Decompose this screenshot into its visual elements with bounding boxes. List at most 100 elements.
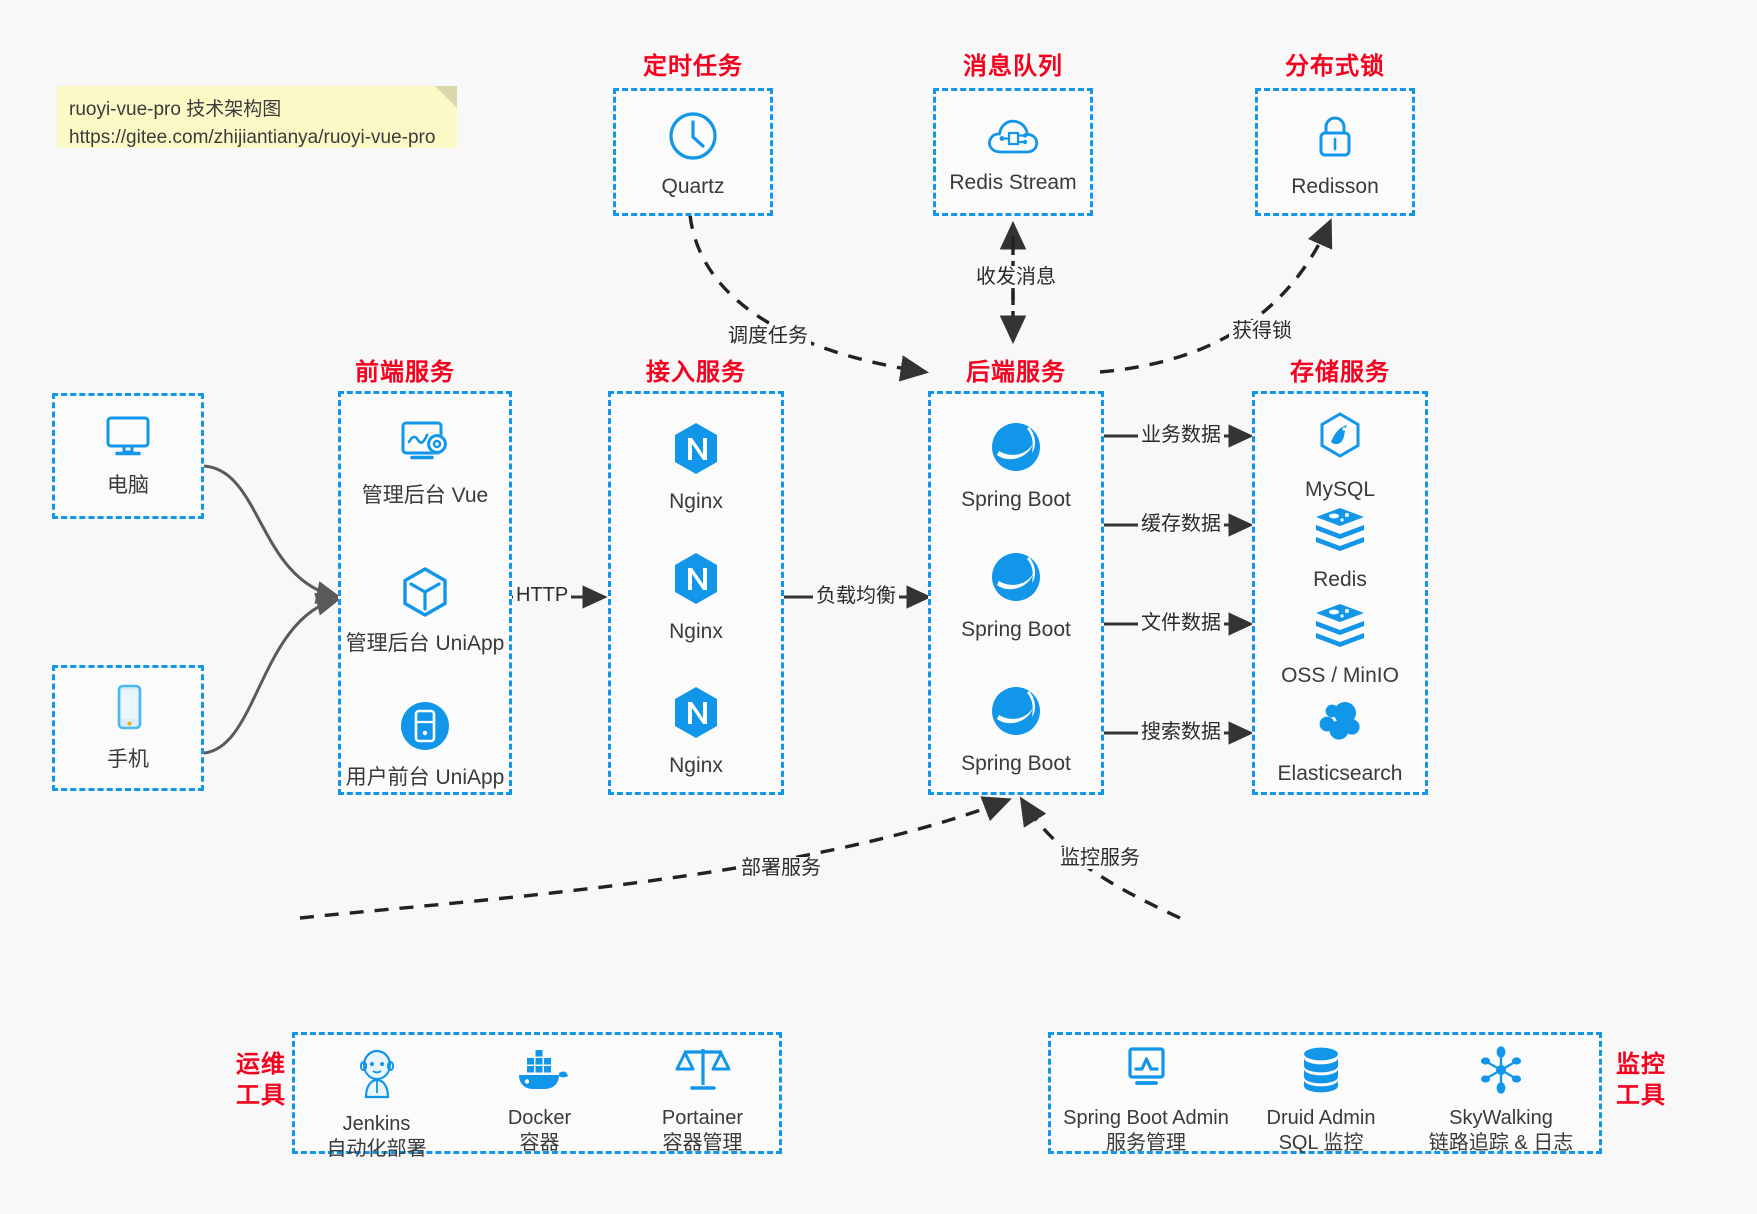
node-redisson[interactable]: Redisson (1258, 109, 1412, 200)
sticky-note: ruoyi-vue-pro 技术架构图 https://gitee.com/zh… (57, 86, 457, 148)
dashboard-settings-icon (395, 416, 455, 477)
spring-boot-icon (987, 418, 1045, 481)
note-line-2: https://gitee.com/zhijiantianya/ruoyi-vu… (69, 126, 436, 148)
node-nginx-3[interactable]: Nginx (611, 684, 781, 779)
node-jenkins[interactable]: Jenkins 自动化部署 (295, 1045, 458, 1162)
lock-icon (1308, 109, 1362, 168)
edge-label-deploy-service: 部署服务 (738, 857, 824, 879)
oss-minio-icon (1312, 600, 1368, 657)
edge-label-monitor-service: 监控服务 (1057, 847, 1143, 869)
redis-icon (1312, 504, 1368, 561)
group-box-monitor: Spring Boot Admin 服务管理 Druid Admin SQL 监… (1048, 1032, 1602, 1154)
node-redis-stream[interactable]: Redis Stream (936, 111, 1090, 196)
node-user-uniapp[interactable]: 用户前台 UniApp (341, 698, 509, 791)
node-nginx-2[interactable]: Nginx (611, 550, 781, 645)
node-spring-boot-3[interactable]: Spring Boot (931, 682, 1101, 777)
group-title-backend: 后端服务 (966, 359, 1066, 386)
node-label-admin-uniapp: 管理后台 UniApp (345, 632, 505, 655)
edge-label-load-balance: 负载均衡 (813, 585, 899, 607)
node-label-jenkins: Jenkins (342, 1113, 411, 1135)
group-title-devops-line1: 运维 (236, 1051, 286, 1078)
group-box-mq: Redis Stream (933, 88, 1093, 216)
node-desc-druid-admin: SQL 监控 (1278, 1132, 1364, 1155)
spring-boot-icon (987, 548, 1045, 611)
cube-icon (397, 564, 453, 625)
node-label-skywalking: SkyWalking (1449, 1107, 1553, 1129)
group-box-devops: Jenkins 自动化部署 Docker 容器 (292, 1032, 784, 1160)
group-title-frontend: 前端服务 (355, 359, 455, 386)
group-title-monitor-line2: 工具 (1616, 1081, 1666, 1109)
node-skywalking[interactable]: SkyWalking 链路追踪 & 日志 (1401, 1045, 1601, 1156)
group-title-lock: 分布式锁 (1285, 53, 1385, 80)
group-title-devops-line2: 工具 (236, 1081, 286, 1109)
node-label-quartz: Quartz (661, 175, 725, 198)
edge-label-http: HTTP (513, 584, 572, 606)
group-box-storage: MySQL Redis (1252, 391, 1428, 795)
group-box-scheduler: Quartz (613, 88, 773, 216)
group-title-monitor: 监控 工具 (1608, 1050, 1674, 1111)
group-title-monitor-line1: 监控 (1616, 1051, 1666, 1078)
node-label-phone: 手机 (107, 748, 149, 771)
jenkins-icon (349, 1045, 405, 1106)
node-label-elasticsearch: Elasticsearch (1277, 762, 1403, 785)
node-label-nginx-3: Nginx (669, 754, 723, 777)
node-label-druid-admin: Druid Admin (1266, 1107, 1376, 1129)
edge-label-send-receive-message: 收发消息 (973, 266, 1059, 288)
group-box-lock: Redisson (1255, 88, 1415, 216)
node-label-oss-minio: OSS / MinIO (1281, 664, 1399, 687)
cloud-stream-icon (985, 111, 1041, 164)
group-box-frontend: 管理后台 Vue 管理后台 UniApp 用户前台 UniApp (338, 391, 512, 795)
group-box-backend: Spring Boot Spring Boot Spring Boot (928, 391, 1104, 795)
mobile-app-icon (397, 698, 453, 759)
node-label-spring-boot-1: Spring Boot (961, 488, 1071, 511)
mobile-icon (100, 680, 156, 741)
node-label-redis-stream: Redis Stream (949, 171, 1077, 194)
node-redis[interactable]: Redis (1255, 504, 1425, 593)
note-line-1: ruoyi-vue-pro 技术架构图 (69, 99, 282, 120)
node-label-spring-boot-2: Spring Boot (961, 618, 1071, 641)
node-desc-spring-boot-admin: 服务管理 (1106, 1132, 1186, 1155)
node-label-admin-vue: 管理后台 Vue (361, 484, 489, 507)
node-druid-admin[interactable]: Druid Admin SQL 监控 (1241, 1045, 1401, 1156)
node-spring-boot-1[interactable]: Spring Boot (931, 418, 1101, 513)
clock-icon (666, 109, 720, 168)
elasticsearch-icon (1312, 696, 1368, 755)
node-nginx-1[interactable]: Nginx (611, 420, 781, 515)
node-admin-vue[interactable]: 管理后台 Vue (341, 416, 509, 509)
node-label-redisson: Redisson (1291, 175, 1379, 198)
node-desc-portainer: 容器管理 (662, 1132, 743, 1155)
node-desc-skywalking: 链路追踪 & 日志 (1428, 1132, 1574, 1155)
group-title-storage: 存储服务 (1290, 359, 1390, 386)
edge-label-business-data: 业务数据 (1138, 424, 1224, 446)
edge-label-file-data: 文件数据 (1138, 612, 1224, 634)
node-label-redis: Redis (1313, 568, 1367, 591)
spring-boot-icon (987, 682, 1045, 745)
node-spring-boot-admin[interactable]: Spring Boot Admin 服务管理 (1051, 1045, 1241, 1156)
node-pc[interactable]: 电脑 (55, 410, 201, 499)
node-admin-uniapp[interactable]: 管理后台 UniApp (341, 564, 509, 657)
node-phone[interactable]: 手机 (55, 680, 201, 773)
node-docker[interactable]: Docker 容器 (458, 1045, 621, 1156)
node-desc-jenkins: 自动化部署 (326, 1138, 427, 1161)
monitor-chart-icon (1117, 1045, 1175, 1100)
node-elasticsearch[interactable]: Elasticsearch (1255, 696, 1425, 787)
docker-icon (510, 1045, 570, 1100)
node-portainer[interactable]: Portainer 容器管理 (621, 1043, 784, 1156)
device-box-phone: 手机 (52, 665, 204, 791)
skywalking-icon (1474, 1045, 1528, 1100)
edge-label-cache-data: 缓存数据 (1138, 513, 1224, 535)
node-spring-boot-2[interactable]: Spring Boot (931, 548, 1101, 643)
node-mysql[interactable]: MySQL (1255, 410, 1425, 503)
nginx-icon (668, 684, 724, 747)
node-label-user-uniapp: 用户前台 UniApp (345, 766, 505, 789)
mysql-icon (1313, 410, 1367, 471)
node-oss-minio[interactable]: OSS / MinIO (1255, 600, 1425, 689)
group-title-gateway: 接入服务 (646, 359, 746, 386)
node-label-spring-boot-3: Spring Boot (961, 752, 1071, 775)
node-label-docker: Docker (507, 1107, 572, 1129)
scales-icon (674, 1043, 732, 1100)
node-label-spring-boot-admin: Spring Boot Admin (1063, 1107, 1229, 1129)
node-desc-docker: 容器 (519, 1132, 560, 1155)
node-quartz[interactable]: Quartz (616, 109, 770, 200)
node-label-portainer: Portainer (661, 1107, 744, 1129)
